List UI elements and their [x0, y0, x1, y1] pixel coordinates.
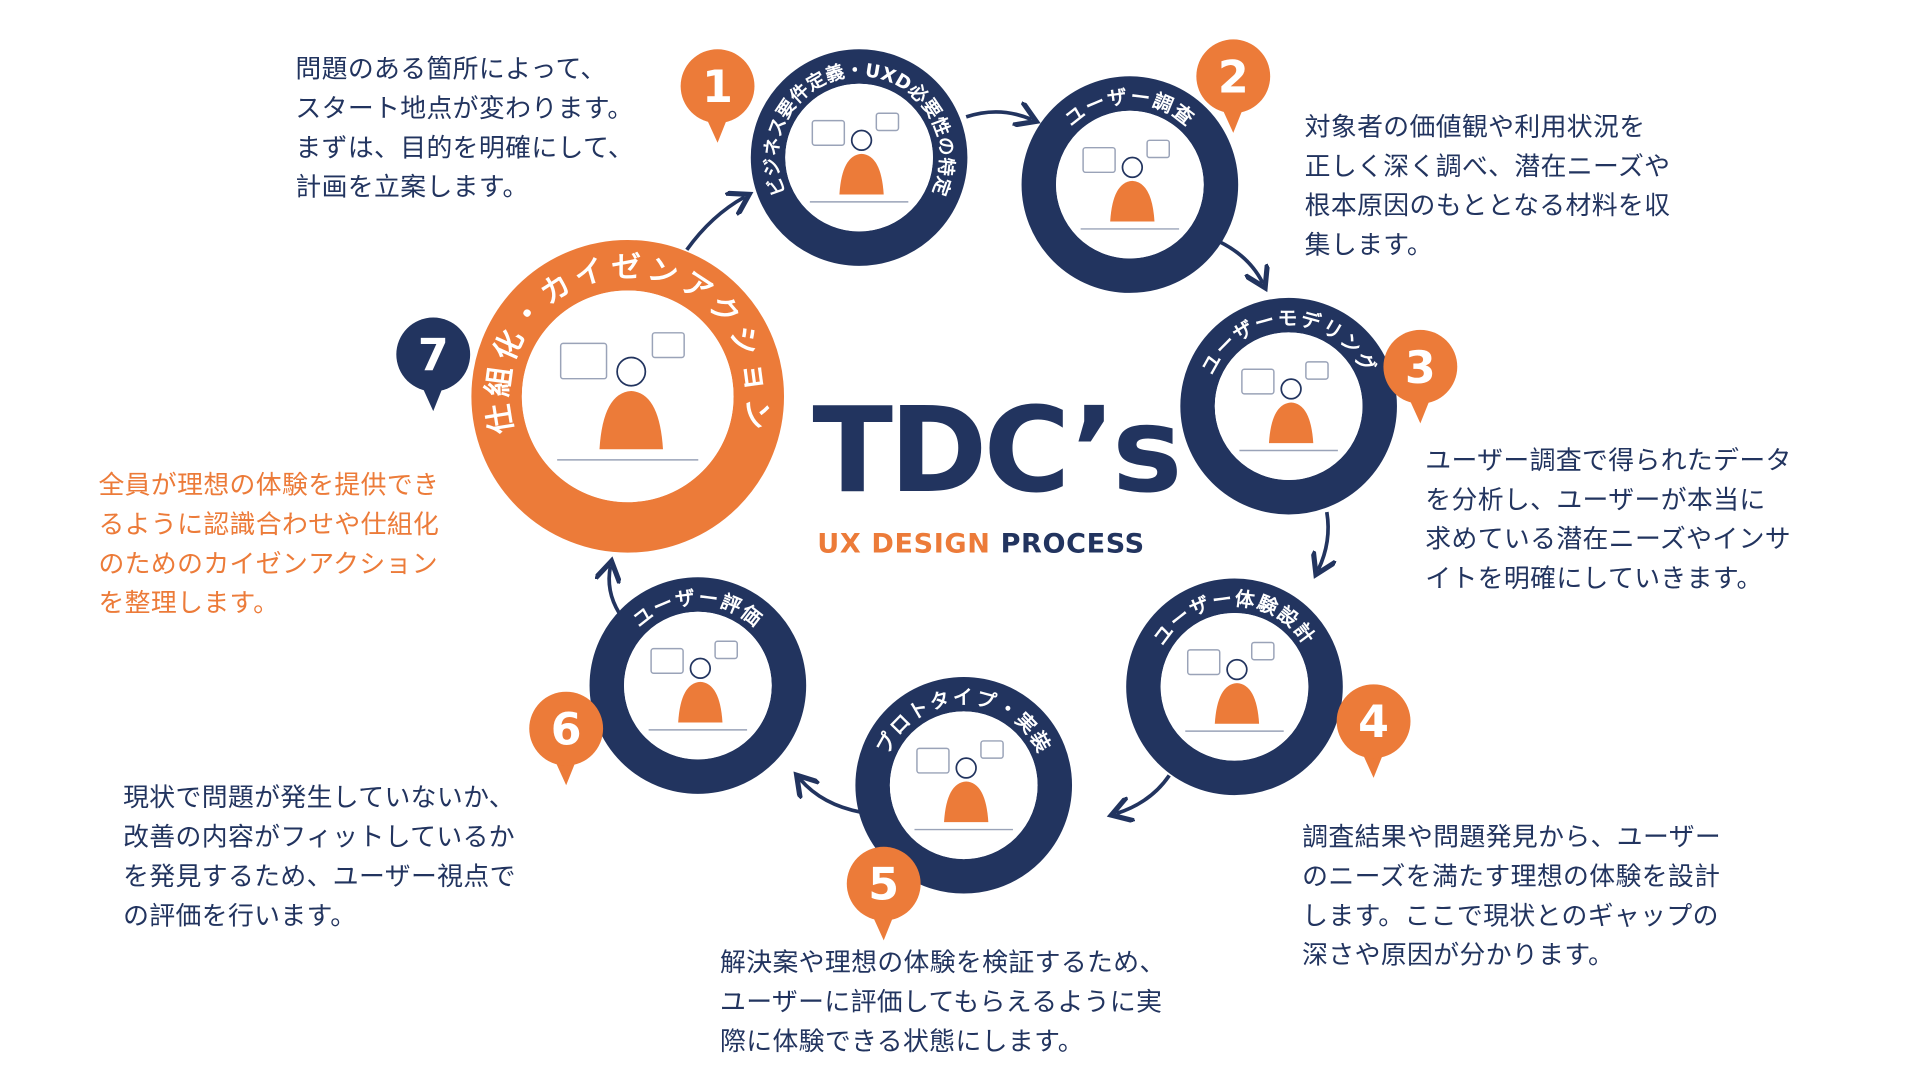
step-6-description: 現状で問題が発生していないか、 改善の内容がフィットしているか を発見するため、… [123, 782, 516, 931]
step-ring [855, 676, 1073, 894]
step-1-number-badge: 1 [680, 49, 755, 143]
step-7-description: 全員が理想の体験を提供でき るように認識合わせや仕組化 のためのカイゼンアクショ… [98, 470, 440, 618]
page-subtitle: UX DESIGN PROCESS [817, 529, 1145, 561]
badge-circle [846, 846, 921, 921]
step-3-number-badge: 3 [1383, 329, 1458, 424]
page-title: TDC’s [812, 381, 1182, 520]
step-2-description: 対象者の価値観や利用状況を 正しく深く調べ、潜在ニーズや 根本原因のもととなる材… [1304, 112, 1671, 260]
subtitle-ux-design: UX DESIGN [817, 529, 991, 561]
step-5-description: 解決案や理想の体験を検証するため、 ユーザーに評価してもらえるように実 際に体験… [720, 947, 1166, 1057]
step-7-number-badge: 7 [396, 317, 471, 412]
step-ring [1180, 297, 1397, 515]
step-1-description: 問題のある箇所によって、 スタート地点が変わります。 まずは、目的を明確にして、… [295, 54, 635, 202]
arrow-3-to-4-icon [1318, 511, 1328, 570]
subtitle-process: PROCESS [1000, 529, 1145, 561]
person-illustration-icon [914, 740, 1013, 831]
badge-circle [680, 49, 755, 124]
arrow-4-to-5-icon [1116, 774, 1171, 813]
step-number: 2 [1218, 52, 1249, 103]
step-number: 1 [702, 62, 733, 113]
step-6-number-badge: 6 [529, 691, 604, 786]
person-illustration-icon [648, 640, 748, 731]
step-ring [471, 240, 785, 553]
step-3-description: ユーザー調査で得られたデータ を分析し、ユーザーが本当に 求めている潜在ニーズや… [1425, 445, 1792, 594]
step-ring [1021, 76, 1239, 293]
step-ring [589, 577, 807, 794]
person-illustration-icon [1080, 139, 1180, 230]
step-number: 3 [1405, 343, 1436, 394]
step-number: 7 [418, 330, 449, 381]
step-6-node: ユーザー評価 [589, 577, 807, 794]
step-3-node: ユーザーモデリング [1180, 297, 1397, 515]
step-number: 5 [868, 860, 899, 911]
arrow-5-to-6-icon [800, 779, 862, 815]
step-4-number-badge: 4 [1336, 684, 1411, 778]
step-ring [1126, 578, 1343, 796]
step-5-number-badge: 5 [846, 846, 921, 941]
badge-circle [396, 317, 471, 392]
step-number: 6 [551, 705, 582, 756]
step-7-node: 仕組化・カイゼンアクション [471, 240, 785, 553]
badge-circle [1336, 684, 1411, 759]
step-2-number-badge: 2 [1196, 39, 1271, 133]
step-4-node: ユーザー体験設計 [1126, 578, 1343, 796]
badge-circle [1196, 39, 1271, 114]
step-number: 4 [1358, 697, 1389, 748]
arrow-6-to-7-icon [609, 566, 619, 614]
arrow-2-to-3-icon [1217, 239, 1262, 283]
badge-circle [1383, 329, 1458, 404]
step-2-node: ユーザー調査 [1021, 76, 1239, 293]
arrow-1-to-2-icon [965, 112, 1031, 119]
person-illustration-icon [557, 332, 699, 461]
person-illustration-icon [809, 112, 909, 203]
badge-circle [529, 691, 604, 766]
person-illustration-icon [1239, 361, 1338, 452]
step-5-node: プロトタイプ・実装 [855, 676, 1073, 894]
arrow-7-to-1-icon [685, 197, 745, 251]
step-1-node: ビジネス要件定義・UXD必要性の特定 [750, 49, 968, 266]
person-illustration-icon [1185, 641, 1284, 732]
step-ring [750, 49, 968, 266]
step-4-description: 調査結果や問題発見から、ユーザー のニーズを満たす理想の体験を設計 します。ここ… [1302, 822, 1722, 970]
